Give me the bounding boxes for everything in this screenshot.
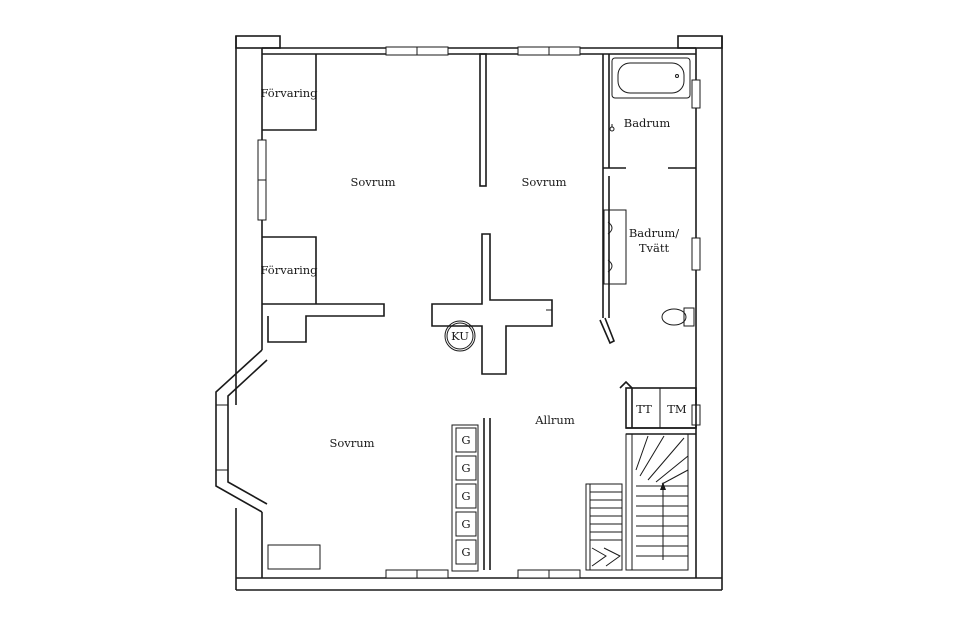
bathtub-icon [611,57,691,99]
label-ku: KU [451,329,469,343]
label-forvaring-top: Förvaring [260,86,318,100]
stair-arrow-head [660,482,666,490]
label-wardrobe: G [461,545,470,559]
label-forvaring-mid: Förvaring [260,263,318,277]
label-badrum-tvatt-1: Badrum/ [629,226,679,240]
chimney-circle [444,320,476,352]
chimney-inner-circle [446,322,474,350]
label-wardrobe: G [461,461,470,475]
room-labels: Förvaring Förvaring Sovrum Sovrum Sovrum… [260,86,686,559]
label-wardrobe: G [461,517,470,531]
fixtures [267,57,695,572]
label-wardrobe: G [461,489,470,503]
wardrobe-column [451,424,479,572]
stairs-left [585,483,623,571]
stairs-right [625,433,689,571]
label-sovrum-3: Sovrum [329,436,374,450]
label-tt: TT [636,402,652,416]
label-badrum: Badrum [624,116,671,130]
toilet-icon [661,307,695,327]
interior-walls [262,53,697,570]
label-allrum: Allrum [534,413,575,427]
label-badrum-tvatt-2: Tvätt [639,241,670,255]
label-tm: TM [667,402,687,416]
sink-icon [603,209,627,285]
windows [216,46,701,579]
label-sovrum-2: Sovrum [521,175,566,189]
bench [267,544,321,570]
label-sovrum-1: Sovrum [350,175,395,189]
label-wardrobe: G [461,433,470,447]
shower-drain-icon [609,124,615,132]
